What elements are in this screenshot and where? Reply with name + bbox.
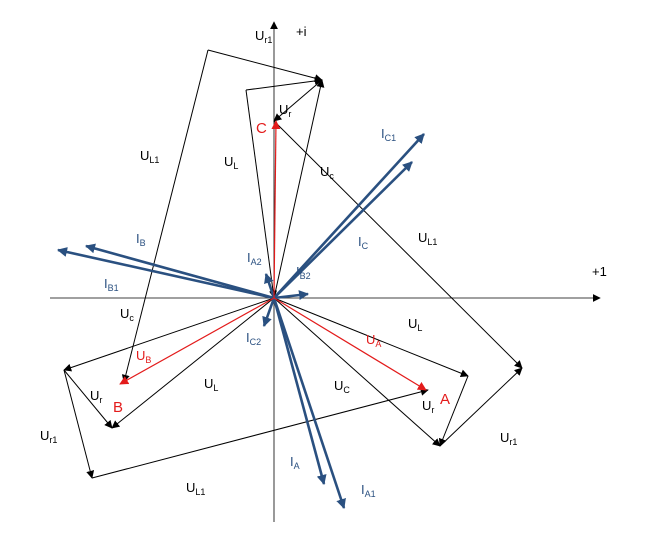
current-vectors [57,133,425,509]
point-B: B [113,399,123,416]
label-ur-top: Ur [279,102,291,119]
vector-b-ur1 [63,369,95,479]
vector-a-ur1 [439,367,523,447]
black-voltage-vectors [63,49,523,479]
label-ul-top: UL [224,154,238,171]
vector-ic1 [273,133,425,299]
phase-points: A B C [113,120,450,416]
label-uc-left: Uc [120,306,134,323]
label-ia2: IA2 [247,250,262,267]
vector-ic2 [262,297,276,327]
vector-ic [273,161,413,299]
point-C: C [256,120,267,137]
label-ib: IB [136,231,146,248]
label-ul-right: UL [408,316,422,333]
real-axis-label: +1 [592,264,607,279]
label-ur1-left: Ur1 [40,428,57,445]
label-ic2: IC2 [246,330,261,347]
vector-ib1 [57,247,275,300]
vector-a-ur [438,375,469,447]
vector-ib2 [273,290,309,301]
vector-c-uc-top [273,79,325,299]
vector-ia2 [264,273,276,299]
label-ul1-bottom: UL1 [186,480,205,497]
label-ib2: IB2 [296,264,311,281]
label-uc-top: Uc [320,164,334,181]
label-ic1: IC1 [381,126,396,143]
vector-c-ul [245,89,278,299]
vector-ib [85,243,275,300]
imag-axis-label: +i [296,24,307,39]
label-ib1: IB1 [104,276,119,293]
vector-ia [272,297,327,485]
label-ia: IA [290,454,300,471]
axes: +1 +i [50,21,607,522]
vector-b-ur [63,369,113,429]
vector-ia1 [272,297,346,509]
vector-ub-vec [119,297,275,385]
vector-b-ul-lower [111,297,275,429]
phase-voltage-vectors [119,120,427,391]
label-ul-bottom: UL [204,376,218,393]
label-ic: IC [358,234,369,251]
vector-c-ur1-right [273,79,323,122]
vector-a-ul1 [273,120,523,369]
vector-a-uc [273,297,441,447]
label-ua: UA [366,332,381,349]
label-uc-bottom: UC [334,378,350,395]
label-ur-left: Ur [90,388,102,405]
vector-c-ul1-left [121,49,209,383]
vector-c-ur-top [245,76,323,91]
vector-uc-vec [271,120,281,299]
label-ur1-right: Ur1 [500,430,517,447]
vector-b-uc-upper [63,297,275,372]
vector-b-ul1 [91,387,429,479]
label-ur-right: Ur [422,398,434,415]
vector-c-ul1-top [207,49,323,83]
vector-a-ul [273,297,469,378]
label-ub: UB [136,348,151,365]
vector-ua-vec [273,297,427,391]
label-ur1-top: Ur1 [255,28,272,45]
label-ia1: IA1 [361,482,376,499]
label-ul1-right: UL1 [418,230,437,247]
label-ul1-left: UL1 [140,148,159,165]
point-A: A [440,391,450,408]
